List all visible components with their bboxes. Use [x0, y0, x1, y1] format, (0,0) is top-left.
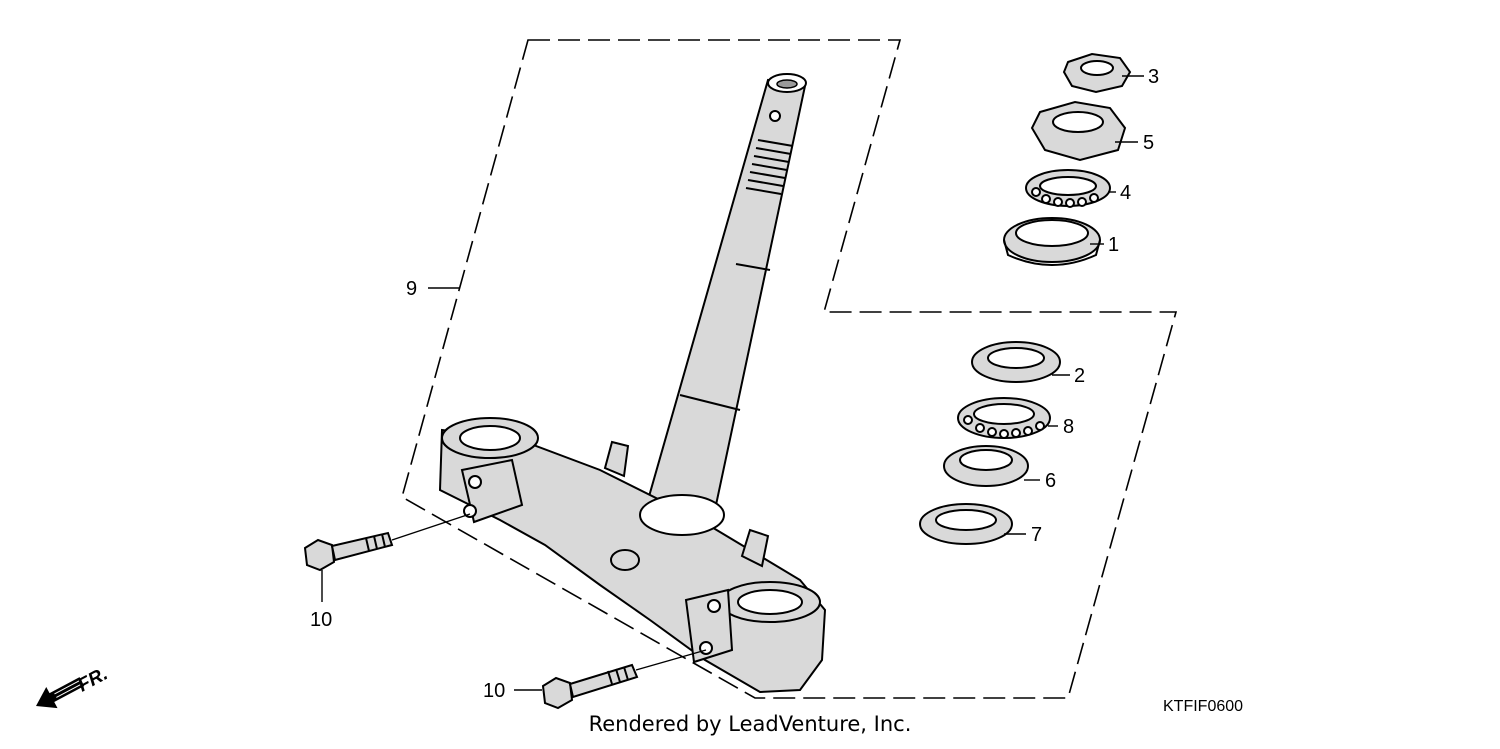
upper-steel-balls: [1025, 169, 1111, 208]
leader-lines: [321, 75, 1144, 691]
bolt-upper-left: [303, 531, 394, 572]
lower-inner-race: [943, 445, 1029, 487]
lock-nut: [1062, 52, 1132, 94]
callout-1: 1: [1108, 234, 1119, 256]
callout-8: 8: [1063, 416, 1074, 438]
assembly-boundary: [401, 39, 1178, 699]
callout-10-lower: 10: [483, 680, 505, 702]
callout-2: 2: [1074, 365, 1085, 387]
diagram-code: KTFIF0600: [1163, 698, 1243, 715]
steering-stem-assembly: [438, 73, 827, 694]
upper-outer-race: [1003, 217, 1101, 266]
callout-5: 5: [1143, 132, 1154, 154]
callout-6: 6: [1045, 470, 1056, 492]
adjusting-nut: [1030, 100, 1127, 162]
lower-steel-balls: [957, 397, 1051, 439]
callout-3: 3: [1148, 66, 1159, 88]
bolt-lower: [541, 663, 639, 710]
callout-9: 9: [406, 278, 417, 300]
front-direction-arrow-icon: [36, 677, 85, 709]
lower-outer-race: [971, 341, 1061, 383]
callout-7: 7: [1031, 524, 1042, 546]
callout-4: 4: [1120, 182, 1131, 204]
render-credit: Rendered by LeadVenture, Inc.: [588, 712, 912, 736]
stem-threads: [745, 139, 794, 195]
callout-10-upper: 10: [310, 609, 332, 631]
dust-seal: [919, 503, 1013, 545]
front-direction-label: FR.: [74, 664, 111, 697]
